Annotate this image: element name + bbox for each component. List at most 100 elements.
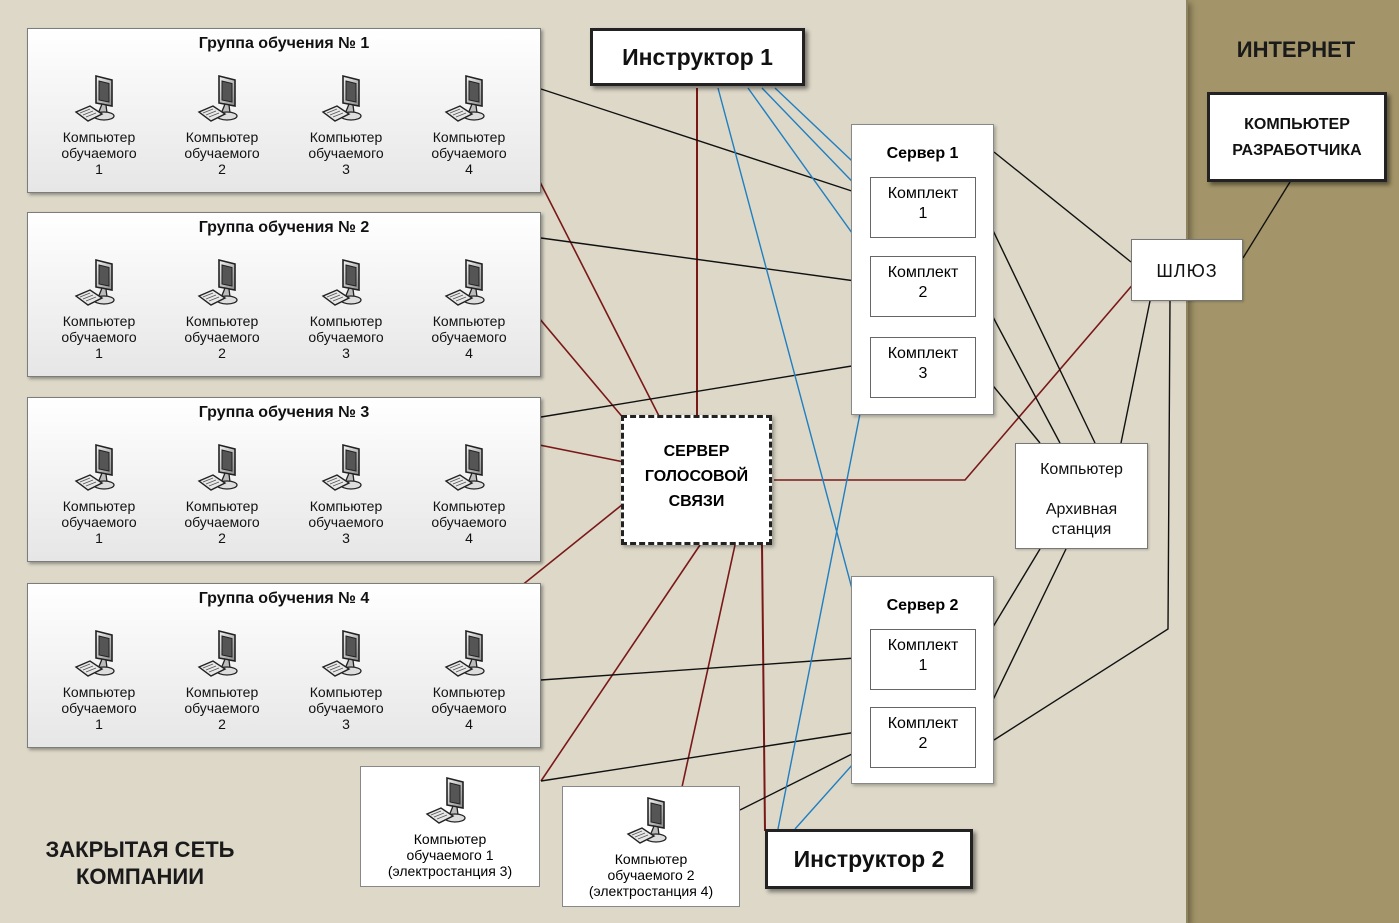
voice-line [540,544,701,782]
voice-server: СЕРВЕР ГОЛОСОВОЙ СВЯЗИ [621,415,772,545]
workstation-2-line-3: (электростанция 4) [588,883,714,899]
voice-line [681,544,736,788]
pc-label-line-3: 1 [95,530,103,546]
pc-label-line-2: обучаемого [431,700,507,716]
pc-label-line-3: 2 [218,530,226,546]
computer-icon [315,73,377,129]
pc-label-line-2: обучаемого [184,145,260,161]
pc-label-line-3: 3 [342,345,350,361]
pc-label-line-2: обучаемого [184,329,260,345]
data-line [540,729,871,782]
computer-icon [68,628,130,684]
pc-label-line-2: обучаемого [431,145,507,161]
developer-computer-line-2: РАЗРАБОТЧИКА [1232,142,1362,159]
pc-label-line-1: Компьютер [432,129,506,145]
pc-label-line-2: обучаемого [308,145,384,161]
computer-icon [68,257,130,313]
internet-label: ИНТЕРНЕТ [1236,37,1356,62]
server-1-title: Сервер 1 [886,145,959,162]
instructor-line [717,87,871,657]
data-line [993,151,1132,263]
pc-label-line-1: Компьютер [62,498,136,514]
pc-label-line-2: обучаемого [308,514,384,530]
pc-label-line-3: 4 [465,716,473,732]
computer-icon [438,442,500,498]
voice-line [774,281,1136,481]
pc-label-line-2: обучаемого [431,329,507,345]
workstation-1-line-2: обучаемого 1 [406,847,494,863]
pc-label-line-2: обучаемого [184,700,260,716]
data-line [1242,181,1291,259]
workstation-1: Компьютер обучаемого 1 (электростанция 3… [360,766,540,887]
pc-label-line-2: обучаемого [61,145,137,161]
computer-icon [315,257,377,313]
closed-network-label: ЗАКРЫТАЯ СЕТЬ КОМПАНИИ [20,836,260,890]
pc-label-line-2: обучаемого [61,329,137,345]
pc-label-line-1: Компьютер [309,313,383,329]
computer-icon [419,775,481,831]
pc-label-line-1: Компьютер [432,684,506,700]
training-group-1-title: Группа обучения № 1 [198,35,370,52]
workstation-2-line-1: Компьютер [614,851,688,867]
pc-label-line-1: Компьютер [309,129,383,145]
computer-icon [315,628,377,684]
voice-server-line-1: СЕРВЕР [663,443,730,460]
pc-label-line-1: Компьютер [432,313,506,329]
archive-line-1: Компьютер [1040,461,1123,478]
archive-line-3: станция [1051,521,1112,538]
kit-label: Комплект [887,185,959,202]
server-2-title: Сервер 2 [886,597,959,614]
kit-label: Комплект [887,264,959,281]
pc-label-line-1: Компьютер [185,129,259,145]
computer-icon [315,442,377,498]
archive-station: Компьютер Архивная станция [1015,443,1148,549]
workstation-2-line-2: обучаемого 2 [607,867,695,883]
data-line [540,656,871,681]
kit-label: Комплект [887,345,959,362]
kit-label: Комплект [887,715,959,732]
data-line [540,88,871,198]
pc-label-line-1: Компьютер [62,129,136,145]
pc-label-line-1: Компьютер [309,684,383,700]
computer-icon [191,73,253,129]
kit-label: Комплект [887,637,959,654]
workstation-1-line-3: (электростанция 3) [387,863,513,879]
pc-label-line-2: обучаемого [61,514,137,530]
pc-label-line-3: 2 [218,345,226,361]
pc-label-line-3: 1 [95,161,103,177]
voice-server-line-2: ГОЛОСОВОЙ [644,468,749,485]
pc-label-line-1: Компьютер [185,498,259,514]
data-line [993,300,1171,741]
pc-label-line-3: 4 [465,530,473,546]
data-line [1120,300,1151,444]
instructor-1: Инструктор 1 [590,28,805,86]
pc-label-line-3: 4 [465,161,473,177]
data-line [540,362,871,418]
pc-label-line-3: 1 [95,716,103,732]
pc-label-line-2: обучаемого [431,514,507,530]
closed-network-label-line-2: КОМПАНИИ [75,864,205,889]
computer-icon [620,795,682,851]
pc-label-line-1: Компьютер [62,684,136,700]
training-group-2-title: Группа обучения № 2 [198,219,370,236]
pc-label-line-3: 2 [218,161,226,177]
